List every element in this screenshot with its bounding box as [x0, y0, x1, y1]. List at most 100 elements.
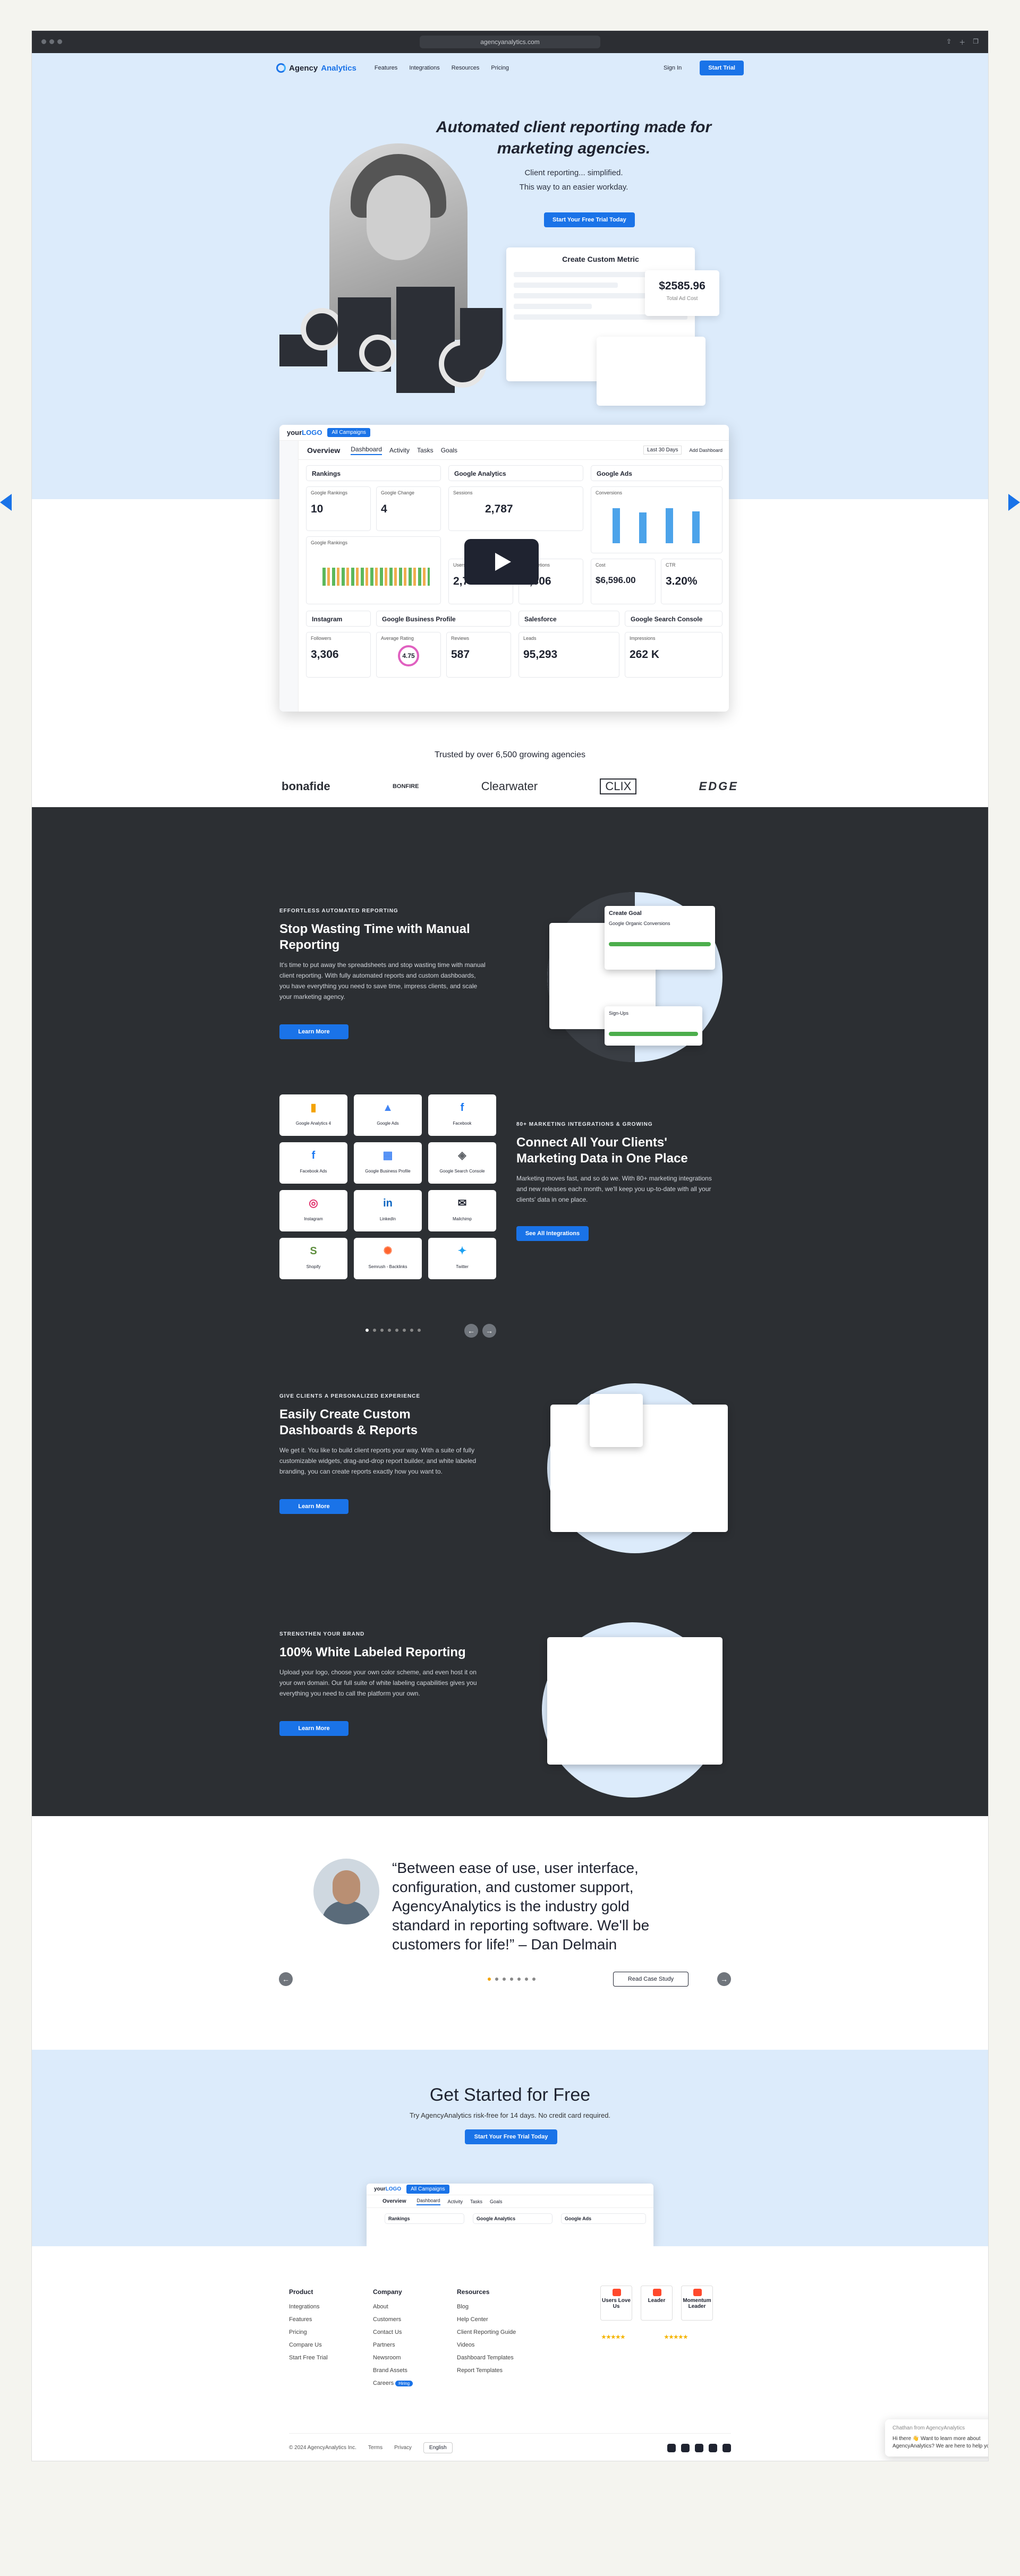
integration-card[interactable]: ✦Twitter: [428, 1238, 496, 1279]
logo-clearwater: Clearwater: [481, 780, 538, 793]
dashboard-topbar: yourLOGO All Campaigns: [279, 425, 729, 441]
testimonial-pager[interactable]: [488, 1978, 536, 1981]
integrations-pager[interactable]: [366, 1329, 421, 1332]
footer-link[interactable]: Videos: [457, 2342, 475, 2348]
integration-card[interactable]: ▲Google Ads: [354, 1094, 422, 1136]
hero-trial-button[interactable]: Start Your Free Trial Today: [544, 212, 635, 227]
footer-link[interactable]: Careers Hiring: [373, 2377, 413, 2390]
new-tab-icon[interactable]: ＋: [959, 38, 966, 46]
nav-integrations[interactable]: Integrations: [409, 65, 440, 71]
testimonial-next-button[interactable]: →: [717, 1972, 731, 1986]
integrations-prev-button[interactable]: ←: [464, 1324, 478, 1338]
youtube-icon[interactable]: [722, 2443, 731, 2452]
integration-name: Shopify: [306, 1264, 321, 1269]
footer-link[interactable]: Contact Us: [373, 2329, 402, 2335]
language-select[interactable]: English: [423, 2442, 453, 2453]
privacy-link[interactable]: Privacy: [394, 2445, 412, 2451]
tab-activity[interactable]: Activity: [389, 446, 410, 454]
footer-link[interactable]: Pricing: [289, 2329, 307, 2335]
integrations-next-button[interactable]: →: [482, 1324, 496, 1338]
customer-avatar: [313, 1859, 379, 1924]
ad-cost-value: $2585.96: [659, 280, 706, 292]
footer-link[interactable]: About: [373, 2304, 388, 2310]
learn-more-button[interactable]: Learn More: [279, 1499, 348, 1514]
sign-in-link[interactable]: Sign In: [664, 65, 682, 71]
integration-card[interactable]: ✺Semrush - Backlinks: [354, 1238, 422, 1279]
tab-dashboard[interactable]: Dashboard: [351, 446, 382, 455]
facebook-icon[interactable]: [681, 2443, 690, 2452]
integration-card[interactable]: ◈Google Search Console: [428, 1142, 496, 1184]
see-all-integrations-button[interactable]: See All Integrations: [516, 1226, 589, 1241]
feature-custom-dashboards: Give Clients a Personalized Experience E…: [279, 1393, 487, 1514]
integration-card[interactable]: ▦Google Business Profile: [354, 1142, 422, 1184]
footer-link[interactable]: Dashboard Templates: [457, 2355, 514, 2361]
dashboard-preview: yourLOGO All Campaigns Overview Dashboar…: [279, 425, 729, 712]
integration-name: Instagram: [304, 1217, 323, 1221]
linkedin-icon[interactable]: [695, 2443, 703, 2452]
play-video-button[interactable]: [464, 539, 539, 585]
footer-link[interactable]: Customers: [373, 2316, 402, 2323]
social-links: [667, 2443, 731, 2452]
start-trial-button[interactable]: Start Trial: [700, 61, 744, 75]
tab-overview[interactable]: Overview: [307, 446, 341, 455]
section-rankings: Rankings: [306, 465, 441, 481]
footer-link[interactable]: Partners: [373, 2342, 395, 2348]
nav-features[interactable]: Features: [374, 65, 398, 71]
address-bar[interactable]: agencyanalytics.com: [420, 36, 600, 48]
learn-more-button[interactable]: Learn More: [279, 1721, 348, 1736]
g2-rating: ★★★★★: [664, 2334, 688, 2340]
footer-link[interactable]: Compare Us: [289, 2342, 322, 2348]
tabs-icon[interactable]: ❐: [973, 37, 979, 45]
widget-menu-card: [590, 1394, 643, 1447]
date-range-select[interactable]: Last 30 Days: [643, 446, 682, 455]
footer-link[interactable]: Blog: [457, 2304, 469, 2310]
share-icon[interactable]: ⇪: [946, 37, 952, 45]
footer-link[interactable]: Features: [289, 2316, 312, 2323]
twitter-icon[interactable]: [709, 2443, 717, 2452]
nav-resources[interactable]: Resources: [451, 65, 480, 71]
learn-more-button[interactable]: Learn More: [279, 1024, 348, 1039]
footer-link[interactable]: Start Free Trial: [289, 2355, 328, 2361]
footer-link[interactable]: Client Reporting Guide: [457, 2329, 516, 2335]
feature-white-label: Strengthen Your Brand 100% White Labeled…: [279, 1631, 487, 1736]
integration-card[interactable]: ✉Mailchimp: [428, 1190, 496, 1231]
chat-popup[interactable]: Chathan from AgencyAnalytics Hi there 👋 …: [885, 2419, 988, 2457]
cta-title: Get Started for Free: [429, 2085, 591, 2105]
terms-link[interactable]: Terms: [368, 2445, 383, 2451]
footer-link[interactable]: Help Center: [457, 2316, 488, 2323]
integration-name: Twitter: [456, 1264, 469, 1269]
tab-tasks[interactable]: Tasks: [417, 446, 434, 454]
read-case-study-button[interactable]: Read Case Study: [613, 1972, 688, 1987]
window-controls[interactable]: [41, 38, 65, 46]
testimonial-prev-button[interactable]: ←: [279, 1972, 293, 1986]
campaign-select[interactable]: All Campaigns: [327, 428, 370, 437]
cta-trial-button[interactable]: Start Your Free Trial Today: [465, 2129, 557, 2144]
footer-link[interactable]: Integrations: [289, 2304, 320, 2310]
tab-goals[interactable]: Goals: [440, 446, 458, 454]
dashboard-builder-illustration: [547, 1383, 728, 1553]
integration-card[interactable]: ◎Instagram: [279, 1190, 347, 1231]
instagram-icon[interactable]: [667, 2443, 676, 2452]
feature-eyebrow: Strengthen Your Brand: [279, 1631, 365, 1637]
ad-cost-label: Total Ad Cost: [666, 296, 698, 302]
integration-card[interactable]: ▮Google Analytics 4: [279, 1094, 347, 1136]
integration-name: LinkedIn: [379, 1217, 396, 1221]
hero-subtitle: Client reporting... simplified.This way …: [494, 166, 653, 194]
add-dashboard-button[interactable]: Add Dashboard: [689, 447, 722, 453]
dashboard-tabs: Overview Dashboard Activity Tasks Goals …: [279, 441, 729, 460]
footer-link[interactable]: Brand Assets: [373, 2367, 407, 2374]
footer-link[interactable]: Newsroom: [373, 2355, 401, 2361]
nav-pricing[interactable]: Pricing: [491, 65, 509, 71]
footer-link[interactable]: Report Templates: [457, 2367, 503, 2374]
